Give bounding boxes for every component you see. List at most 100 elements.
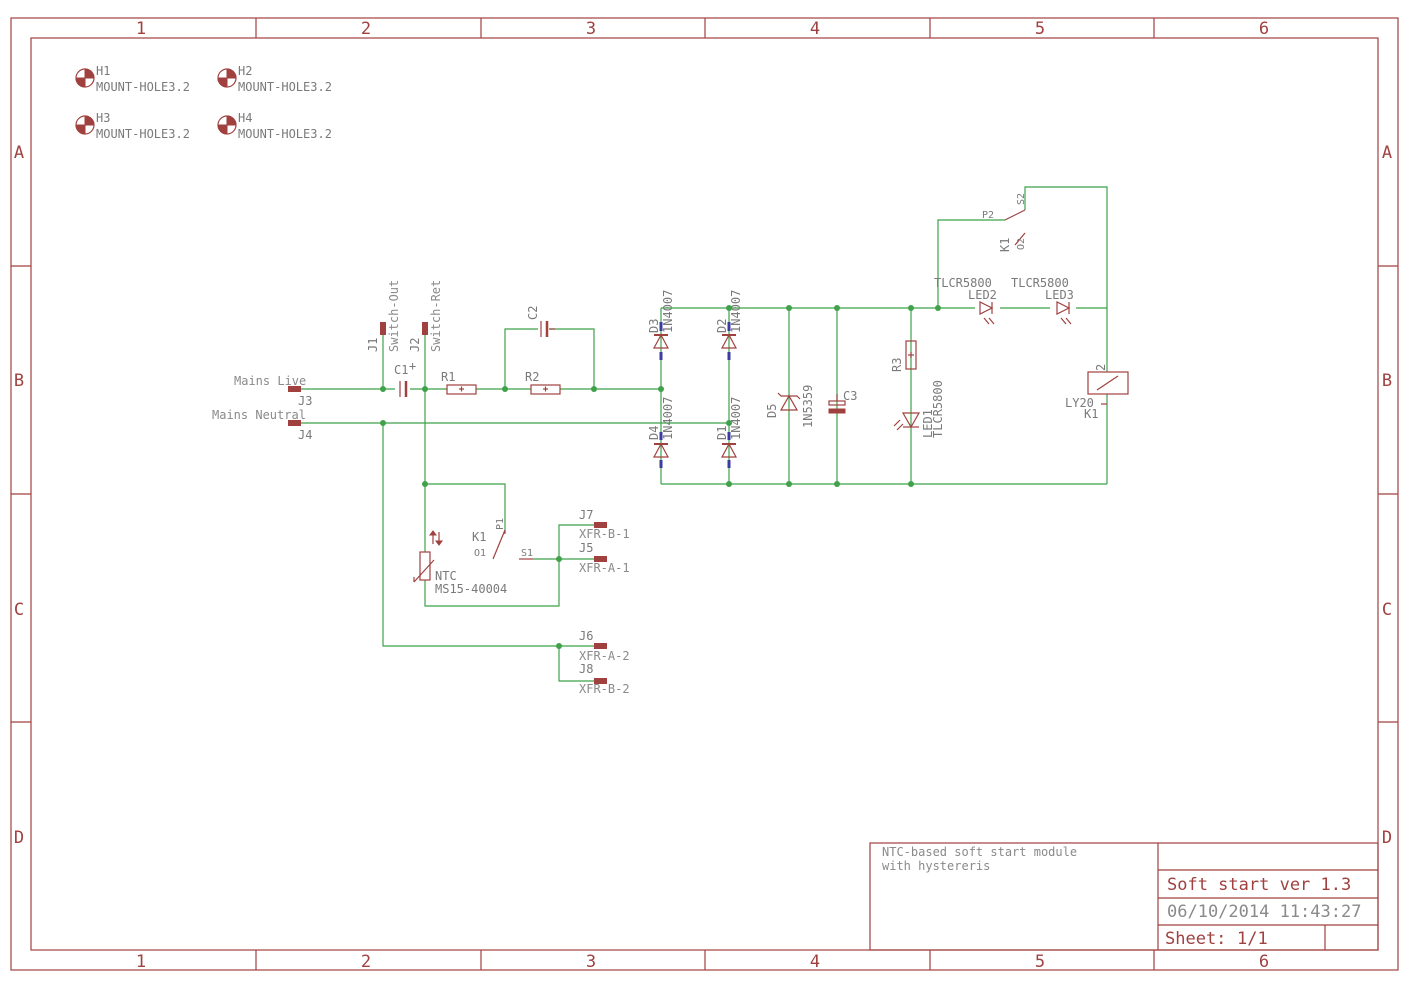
c1-ref: C1 [394, 363, 408, 377]
description-line-1: NTC-based soft start module [882, 845, 1077, 859]
col-label-bottom-3: 3 [586, 952, 596, 972]
resistor-r3: R3 [890, 340, 917, 372]
k1-coil-value: LY20 [1065, 396, 1094, 410]
d3-ref: D3 [647, 319, 661, 333]
hole-h4-value: MOUNT-HOLE3.2 [238, 127, 332, 141]
connector-j3: Mains Live J3 [234, 374, 312, 408]
diode-d4: D4 1N4007 [647, 397, 675, 468]
col-label-bottom-2: 2 [361, 952, 371, 972]
connector-j6: J6 XFR-A-2 [579, 629, 630, 663]
relay-k1-contact-a: K1 P1 O1 S1 [472, 518, 533, 560]
col-label-bottom-4: 4 [810, 952, 820, 972]
d5-value: 1N5359 [801, 385, 815, 428]
hole-h3-ref: H3 [96, 111, 110, 125]
j1-name: Switch-Out [387, 280, 401, 352]
capacitor-c2: C2 [526, 306, 555, 337]
description-line-2: with hystereris [882, 859, 990, 873]
row-label-left-b: B [14, 371, 24, 391]
connector-j5: J5 XFR-A-1 [579, 541, 630, 575]
col-label-top-4: 4 [810, 19, 820, 39]
r2-ref: R2 [525, 370, 539, 384]
row-label-right-a: A [1382, 143, 1392, 163]
k1-contact-a-pin-o: O1 [474, 548, 486, 559]
connector-j7: J7 XFR-B-1 [579, 508, 630, 541]
col-label-bottom-6: 6 [1259, 952, 1269, 972]
j7-name: XFR-B-1 [579, 527, 630, 541]
col-label-top-5: 5 [1035, 19, 1045, 39]
r3-ref: R3 [890, 358, 904, 372]
mount-hole-h2: H2 MOUNT-HOLE3.2 [217, 64, 332, 94]
wires [300, 186, 1108, 682]
col-label-top-6: 6 [1259, 19, 1269, 39]
col-label-top-2: 2 [361, 19, 371, 39]
hole-h4-ref: H4 [238, 111, 252, 125]
d2-value: 1N4007 [729, 290, 743, 333]
k1-contact-b-pin-o: O2 [1016, 238, 1027, 250]
row-label-right-c: C [1382, 600, 1392, 620]
k1-coil-ref: K1 [1084, 407, 1098, 421]
row-label-left-d: D [14, 828, 24, 848]
connector-j4: Mains Neutral J4 [212, 408, 312, 442]
capacitor-c1: C1 + [394, 359, 416, 397]
diode-d3: D3 1N4007 [647, 290, 675, 360]
d3-value: 1N4007 [661, 290, 675, 333]
thermistor-ntc: NTC MS15-40004 [413, 530, 507, 596]
j4-ref: J4 [298, 428, 312, 442]
col-label-bottom-5: 5 [1035, 952, 1045, 972]
j4-name: Mains Neutral [212, 408, 306, 422]
row-label-left-c: C [14, 600, 24, 620]
d5-ref: D5 [765, 404, 779, 418]
ntc-value: MS15-40004 [435, 582, 507, 596]
k1-coil-pin: 2 [1094, 364, 1108, 371]
col-label-top-3: 3 [586, 19, 596, 39]
hole-h3-value: MOUNT-HOLE3.2 [96, 127, 190, 141]
sheet-number-value: 1/1 [1237, 929, 1268, 949]
k1-contact-a-pin-s: S1 [521, 548, 533, 559]
j6-name: XFR-A-2 [579, 649, 630, 663]
j5-ref: J5 [579, 541, 593, 555]
diode-d1: D1 1N4007 [715, 397, 743, 468]
hole-h2-ref: H2 [238, 64, 252, 78]
hole-h1-ref: H1 [96, 64, 110, 78]
row-label-right-d: D [1382, 828, 1392, 848]
k1-contact-b-ref: K1 [998, 238, 1012, 252]
sheet-number-label: Sheet: [1165, 929, 1226, 949]
led1-value: TLCR5800 [931, 380, 945, 438]
k1-contact-b-pin-p: P2 [982, 210, 994, 221]
j2-name: Switch-Ret [429, 280, 443, 352]
resistor-r2: R2 [525, 370, 561, 395]
led1-ref: LED1 [921, 409, 935, 438]
col-label-bottom-1: 1 [136, 952, 146, 972]
hole-h2-value: MOUNT-HOLE3.2 [238, 80, 332, 94]
led-led1: LED1 TLCR5800 [893, 380, 945, 438]
relay-k1-contact-b: P2 K1 O2 S2 [982, 193, 1027, 252]
row-label-left-a: A [14, 143, 24, 163]
d4-ref: D4 [647, 426, 661, 440]
d4-value: 1N4007 [661, 397, 675, 440]
j6-ref: J6 [579, 629, 593, 643]
mount-hole-h1: H1 MOUNT-HOLE3.2 [75, 64, 190, 94]
j3-ref: J3 [298, 394, 312, 408]
led-led2: TLCR5800 LED2 [934, 276, 997, 325]
connector-j2: J2 Switch-Ret [408, 280, 443, 352]
row-label-right-b: B [1382, 371, 1392, 391]
diode-d2: D2 1N4007 [715, 290, 743, 360]
j2-ref: J2 [408, 338, 422, 352]
title-block: NTC-based soft start module with hystere… [869, 842, 1379, 951]
capacitor-c3: C3 [828, 389, 857, 414]
j5-name: XFR-A-1 [579, 561, 630, 575]
r1-ref: R1 [441, 370, 455, 384]
k1-contact-a-pin-p: P1 [495, 518, 506, 530]
k1-contact-b-pin-s: S2 [1016, 193, 1027, 205]
led2-value: TLCR5800 [934, 276, 992, 290]
d1-ref: D1 [715, 426, 729, 440]
led3-value: TLCR5800 [1011, 276, 1069, 290]
k1-contact-a-ref: K1 [472, 530, 486, 544]
c2-ref: C2 [526, 306, 540, 320]
c3-ref: C3 [843, 389, 857, 403]
j7-ref: J7 [579, 508, 593, 522]
sheet-datetime: 06/10/2014 11:43:27 [1167, 902, 1361, 922]
resistor-r1: R1 [441, 370, 477, 395]
connector-j1: J1 Switch-Out [366, 280, 401, 352]
